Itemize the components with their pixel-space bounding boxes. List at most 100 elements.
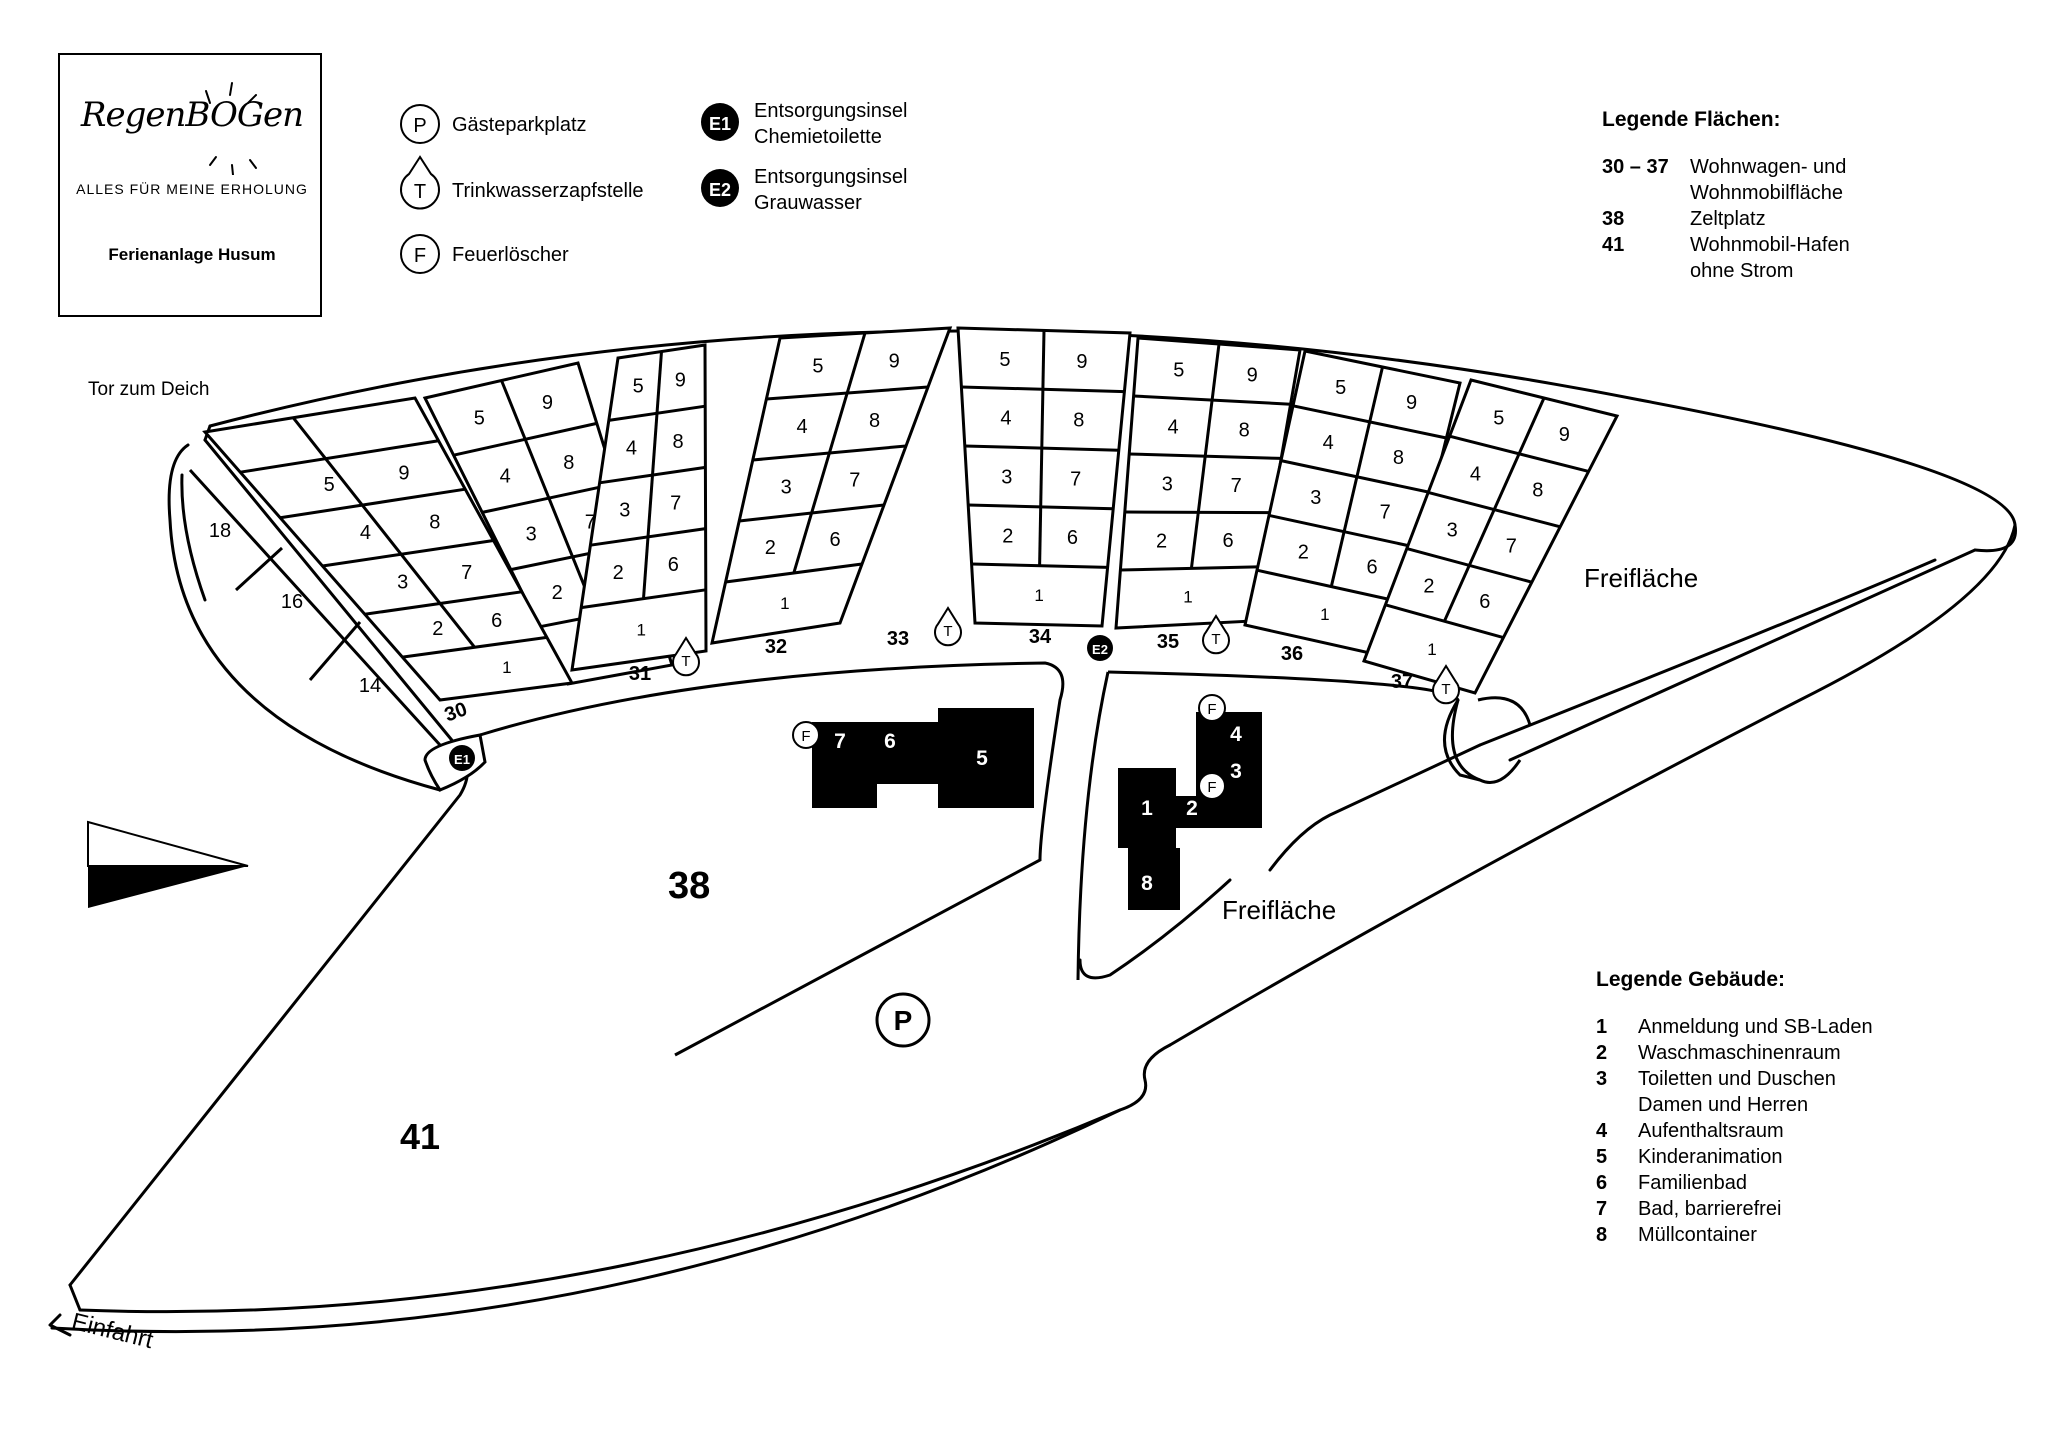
water-tap-icon: T	[400, 155, 440, 210]
plot-number: 9	[889, 350, 900, 372]
plot-number: 18	[209, 520, 231, 542]
fire-extinguisher-glyph: F	[1207, 779, 1216, 796]
plot-number: 8	[1393, 447, 1404, 469]
plot-number: 7	[585, 511, 596, 533]
plot-number: 1	[502, 658, 511, 677]
plot-number: 4	[797, 416, 808, 438]
plot-number: 7	[1506, 535, 1517, 557]
plot-number: 9	[675, 369, 686, 391]
block-number: 34	[1029, 626, 1052, 648]
symbol-label-e1: Entsorgungsinsel Chemietoilette	[754, 100, 908, 148]
legend-area-row: 41 Wohnmobil-Hafen ohne Strom	[1602, 234, 1850, 282]
symbol-label-extinguisher: Feuerlöscher	[452, 244, 569, 266]
plot-number: 8	[672, 431, 683, 453]
plot-divider	[642, 351, 663, 599]
building-number: 4	[1230, 723, 1242, 746]
road-edge	[1107, 670, 1481, 782]
logo-wordmark: RegenBOGen	[80, 95, 304, 135]
plot-number: 3	[1310, 487, 1321, 509]
plot-number: 1	[1034, 586, 1043, 605]
plot-number: 2	[765, 537, 776, 559]
plot-block	[570, 343, 708, 672]
water-tap-icon	[672, 636, 700, 677]
building-number: 3	[1230, 760, 1242, 783]
building-number: 7	[834, 730, 846, 753]
plot-number: 2	[1298, 542, 1309, 564]
plot-divider	[234, 546, 284, 592]
logo-box: RegenBOGen ALLES FÜR MEINE ERHOLUNG Feri…	[58, 53, 322, 317]
plot-divider	[322, 539, 494, 568]
plot-number: 8	[429, 512, 440, 534]
plot-number: 8	[1239, 420, 1250, 442]
block-number: 33	[887, 628, 909, 650]
plot-number: 9	[1406, 392, 1417, 414]
mobile-harbor-number: 41	[400, 1116, 441, 1157]
plot-number: 4	[626, 438, 637, 460]
plot-number: 7	[670, 492, 681, 514]
building-number: 8	[1141, 872, 1153, 895]
plot-number: 8	[869, 410, 880, 432]
plot-number: 9	[542, 392, 553, 414]
disposal-e1-icon	[449, 745, 475, 771]
plot-divider	[1329, 366, 1384, 587]
fire-extinguisher-glyph: F	[1207, 701, 1216, 718]
site-name: Ferienanlage Husum	[108, 245, 276, 264]
plot-number: 7	[1380, 502, 1391, 524]
building-number: 1	[1141, 797, 1153, 820]
parking-icon	[875, 992, 931, 1048]
plot-number: 3	[397, 571, 408, 593]
plot-block	[956, 326, 1132, 628]
plot-number: 6	[1223, 530, 1234, 552]
road-edge	[1450, 699, 1522, 784]
plot-number: 5	[633, 376, 644, 398]
water-tap-glyph: T	[1211, 631, 1220, 648]
plot-number: 1	[637, 621, 646, 640]
plot-number: 7	[461, 562, 472, 584]
svg-text:E2: E2	[709, 180, 731, 200]
plot-block	[1362, 378, 1620, 695]
plot-divider	[364, 590, 522, 616]
water-tap-icon	[934, 606, 962, 647]
plot-divider	[1443, 397, 1546, 622]
plot-number: 4	[1323, 432, 1334, 454]
svg-text:E1: E1	[709, 114, 731, 134]
block-number: 30	[442, 698, 470, 726]
plot-number: 9	[1559, 424, 1570, 446]
plot-number: 2	[1156, 531, 1167, 553]
block-number: 36	[1281, 643, 1303, 665]
plot-number: 3	[526, 524, 537, 546]
plot-number: 6	[829, 529, 840, 551]
symbol-label-parking: Gästeparkplatz	[452, 114, 587, 136]
plot-number: 3	[781, 476, 792, 498]
water-tap-glyph: T	[681, 653, 690, 670]
disposal-e1-icon: E1	[701, 103, 739, 141]
plot-number: 2	[1002, 525, 1013, 547]
legend-areas: Legende Flächen: 30 – 37 Wohnwagen- und …	[1602, 108, 1850, 284]
plot-number: 3	[1447, 520, 1458, 542]
svg-text:F: F	[414, 245, 426, 267]
fire-extinguisher-glyph: F	[801, 728, 810, 745]
block-number: 37	[1391, 671, 1413, 693]
map-outlines	[48, 329, 2017, 1337]
fire-extinguisher-icon	[1198, 694, 1226, 722]
plot-number: 4	[1000, 408, 1011, 430]
symbol-label-e2: Entsorgungsinsel Grauwasser	[754, 166, 908, 214]
plot-number: 9	[1247, 364, 1258, 386]
plot-number: 2	[432, 618, 443, 640]
building-number: 5	[976, 747, 988, 770]
plot-number: 7	[849, 470, 860, 492]
building-east	[1118, 712, 1262, 910]
plot-number: 5	[1493, 408, 1504, 430]
plot-number: 16	[281, 591, 303, 613]
block-number: 35	[1157, 631, 1179, 653]
plot-number: 6	[1479, 591, 1490, 613]
plot-number: 5	[1173, 360, 1184, 382]
legend-area-row: 38 Zeltplatz	[1602, 208, 1766, 230]
road-edge	[1477, 696, 1532, 726]
